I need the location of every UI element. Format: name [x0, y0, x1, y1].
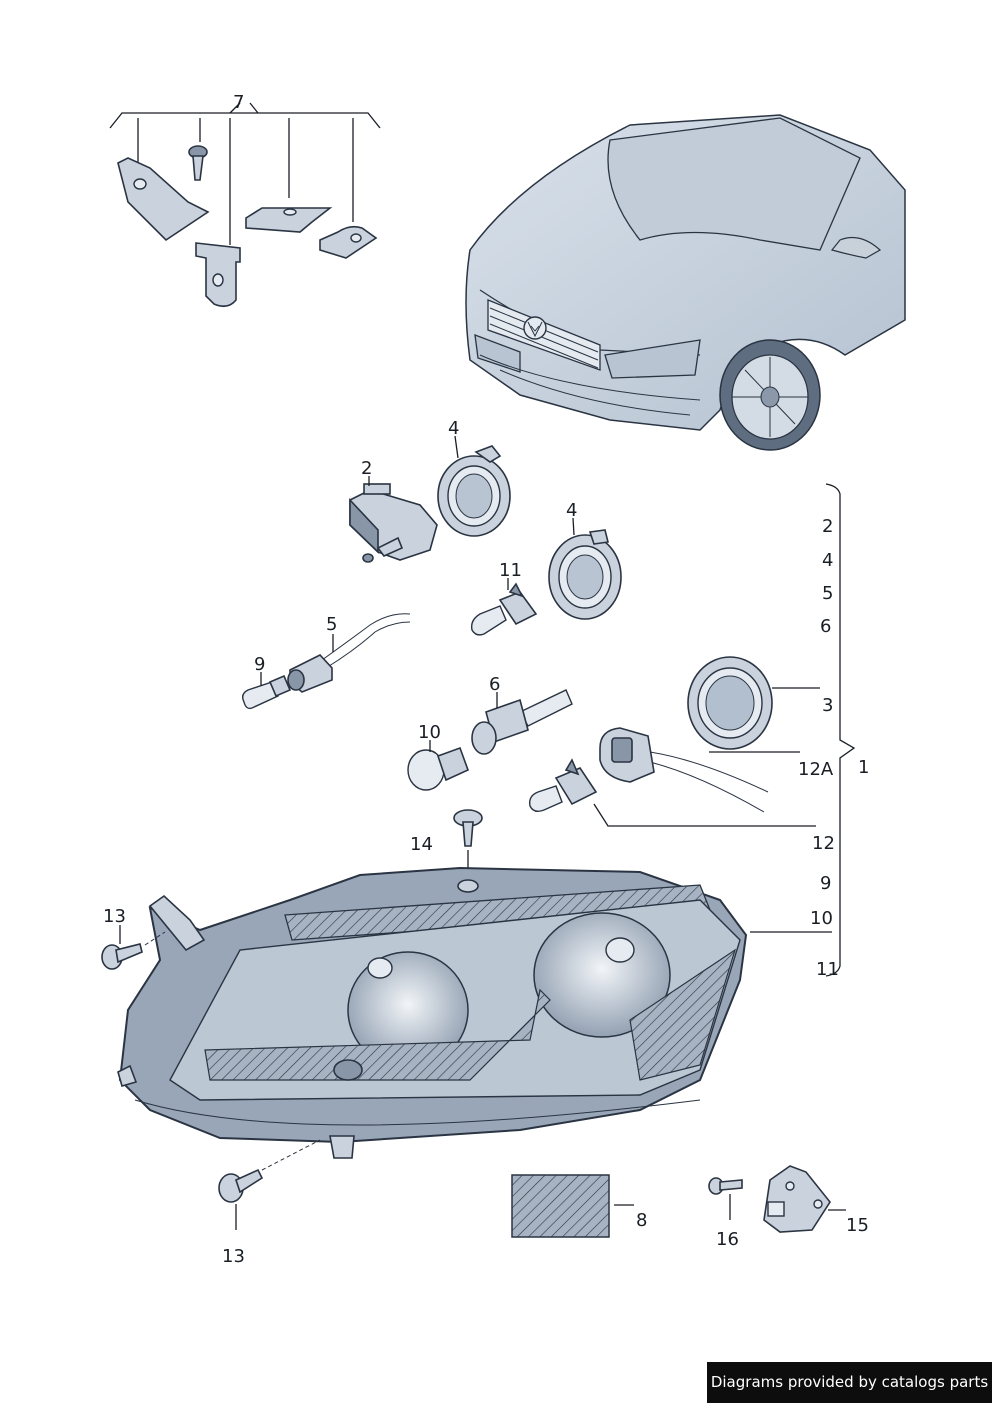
group-item: 5: [822, 583, 833, 604]
group-item: 6: [820, 616, 831, 637]
group-item: 9: [820, 873, 831, 894]
screw-16-icon: [708, 1177, 743, 1195]
group-item: 2: [822, 516, 833, 537]
screw-icon: [188, 145, 208, 181]
bulb-holder-wiring: [287, 613, 411, 693]
label-12A: 12A: [798, 759, 834, 780]
bracket-set: [109, 102, 381, 308]
cover-cap-large: [687, 656, 773, 750]
group-item: 4: [822, 550, 833, 571]
footer-credit: Diagrams provided by catalogs parts: [707, 1362, 992, 1403]
bulb-holder-6: [471, 689, 573, 755]
label-5: 5: [326, 614, 337, 635]
repair-bracket: [763, 1165, 831, 1233]
label-9: 9: [254, 654, 265, 675]
servo-motor: [349, 483, 438, 563]
group-list: 2 4 5 6 9 10 11: [810, 516, 839, 980]
label-15: 15: [846, 1215, 869, 1236]
label-2: 2: [361, 458, 372, 479]
bulb-h7-icon: [470, 582, 538, 636]
label-4b: 4: [566, 500, 577, 521]
bulb-10-icon: [407, 746, 470, 791]
label-10: 10: [418, 722, 441, 743]
wedge-bulb-icon: [241, 674, 292, 710]
label-4a: 4: [448, 418, 459, 439]
group-item: 11: [816, 959, 839, 980]
label-8: 8: [636, 1210, 647, 1231]
vehicle-illustration: [465, 114, 906, 451]
label-16: 16: [716, 1229, 739, 1250]
screw-14-icon: [453, 809, 483, 847]
label-13a: 13: [103, 906, 126, 927]
screw-13-upper-icon: [101, 943, 143, 970]
label-3: 3: [822, 695, 833, 716]
connector-harness: [599, 727, 769, 813]
label-7: 7: [233, 92, 244, 113]
label-11: 11: [499, 560, 522, 581]
cover-cap-upper: [437, 445, 511, 537]
group-item: 10: [810, 908, 833, 929]
label-6: 6: [489, 674, 500, 695]
cover-cap-lower: [548, 529, 622, 620]
headlight-assembly: [117, 866, 748, 1159]
group-bracket: [825, 483, 856, 977]
label-1: 1: [858, 757, 869, 778]
bulb-12-icon: [528, 758, 598, 813]
label-12: 12: [812, 833, 835, 854]
screw-13-lower-icon: [218, 1168, 264, 1203]
label-14: 14: [410, 834, 433, 855]
label-13b: 13: [222, 1246, 245, 1267]
hatched-plate: [511, 1174, 610, 1238]
